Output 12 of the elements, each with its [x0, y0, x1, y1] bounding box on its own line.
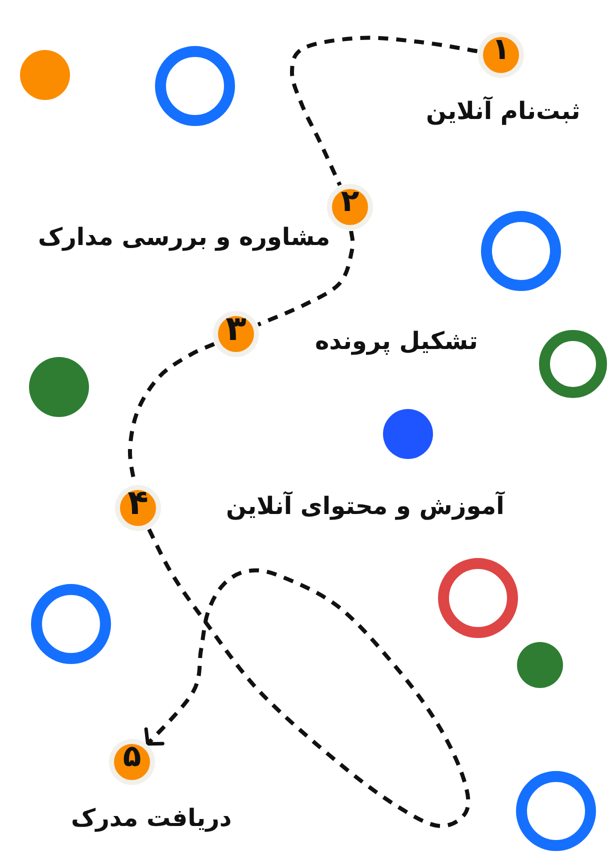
step-label: دریافت مدرک	[71, 803, 232, 833]
step-label: ثبت‌نام آنلاین	[426, 96, 580, 126]
dashed-connector	[290, 36, 478, 186]
number-badge: ۲	[327, 184, 373, 230]
number-badge: ۱	[478, 32, 524, 78]
dashed-connector	[257, 230, 355, 326]
number-badge: ۴	[115, 485, 161, 531]
number-badge: ۵	[109, 739, 155, 785]
step-label: آموزش و محتوای آنلاین	[226, 491, 504, 521]
step-label: تشکیل پرونده	[315, 326, 478, 356]
number-badge: ۳	[213, 311, 259, 357]
dashed-connector	[144, 528, 470, 828]
